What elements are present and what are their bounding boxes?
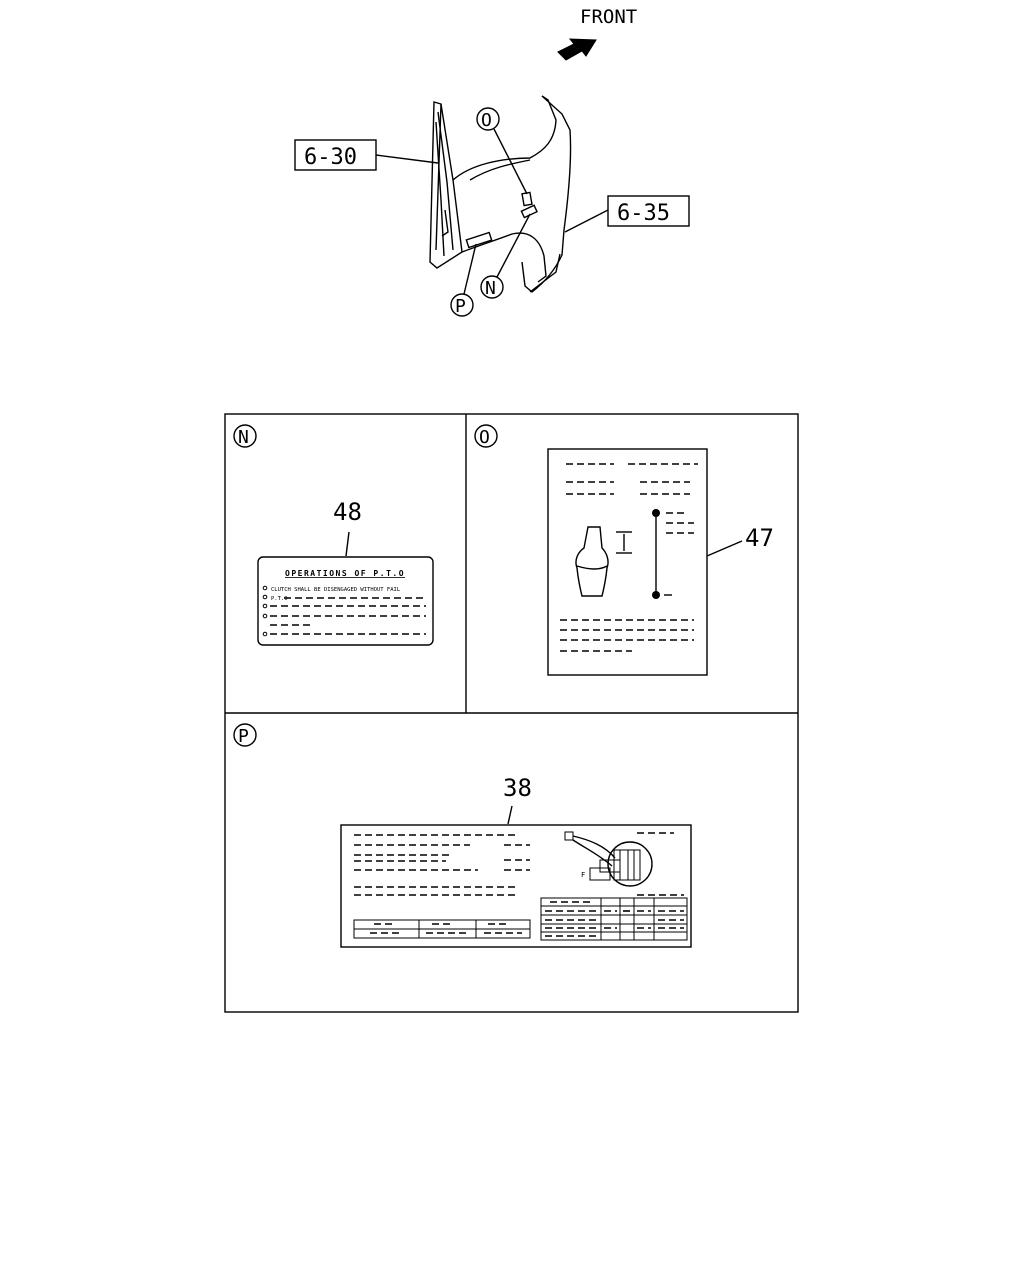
marker-o: O bbox=[476, 107, 528, 195]
callout-6-30-text: 6-30 bbox=[304, 145, 357, 170]
front-label: FRONT bbox=[580, 6, 637, 28]
panel-p: P 38 bbox=[233, 723, 692, 948]
marker-p-text: P bbox=[455, 296, 466, 317]
callout-6-35-text: 6-35 bbox=[617, 201, 670, 226]
pto-label-title: OPERATIONS OF P.T.O bbox=[285, 569, 405, 578]
pto-label-line-1: CLUTCH SHALL BE DISENGAGED WITHOUT FAIL bbox=[271, 587, 401, 593]
information-label: F bbox=[340, 824, 692, 948]
panel-n-marker: N bbox=[238, 427, 249, 448]
pto-label-line-2: P.T.O bbox=[271, 596, 288, 602]
marker-n-text: N bbox=[485, 278, 496, 299]
hose-letter: F bbox=[581, 871, 585, 879]
front-arrow-icon bbox=[557, 38, 597, 61]
label-spec-table bbox=[540, 897, 688, 941]
detail-panels bbox=[224, 413, 799, 1013]
shift-knob-icon bbox=[575, 526, 632, 597]
cab-door-illustration bbox=[429, 95, 572, 293]
panel-n: N 48 OPERATIONS OF P.T.O CLUTCH SHALL BE… bbox=[233, 424, 434, 646]
panel-p-part-number: 38 bbox=[503, 774, 532, 802]
panel-n-part-number: 48 bbox=[333, 498, 362, 526]
marker-o-text: O bbox=[481, 110, 492, 131]
panel-p-marker: P bbox=[238, 726, 249, 747]
shift-pattern-label bbox=[547, 448, 708, 676]
panel-o: O 47 bbox=[474, 424, 774, 676]
label-small-table bbox=[353, 919, 531, 939]
marker-n: N bbox=[480, 213, 531, 299]
shift-range-indicator bbox=[652, 509, 694, 599]
callout-6-30: 6-30 bbox=[294, 139, 439, 171]
marker-p: P bbox=[450, 243, 477, 317]
fluid-hose-icon: F bbox=[564, 831, 653, 887]
panel-o-part-number: 47 bbox=[745, 524, 774, 552]
panel-o-marker: O bbox=[479, 427, 490, 448]
callout-6-35: 6-35 bbox=[564, 195, 690, 233]
pto-operations-label: OPERATIONS OF P.T.O CLUTCH SHALL BE DISE… bbox=[257, 556, 434, 646]
